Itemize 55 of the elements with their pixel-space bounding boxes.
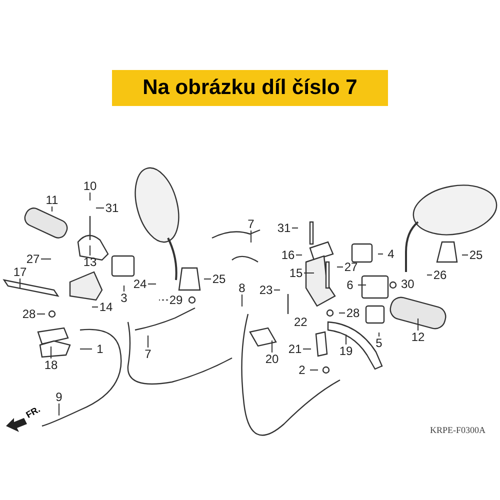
callout-number: 30 (401, 278, 414, 290)
callout-number: 18 (43, 358, 59, 372)
leader-line (40, 258, 52, 260)
callout-number: 23 (258, 284, 274, 296)
callout-number: 10 (82, 180, 98, 192)
callout-number: 22 (294, 316, 308, 328)
title-banner: Na obrázku díl číslo 7 (112, 70, 388, 106)
callout-number: 9 (51, 390, 67, 404)
callout-number: 28 (345, 306, 361, 320)
leader-line (302, 348, 312, 350)
callout-number: 15 (288, 266, 304, 280)
callout-number: 27 (25, 252, 41, 266)
callout-number: 20 (264, 352, 280, 366)
callout-number: 1 (92, 342, 108, 356)
callout-number: 17 (12, 266, 28, 278)
leader-line (358, 284, 366, 286)
callout-number: 6 (342, 278, 358, 292)
leader-line (304, 272, 314, 274)
leader-line (250, 230, 252, 243)
callout-number: 2 (294, 364, 310, 376)
leader-line (204, 278, 212, 280)
callout-number: 29 (168, 294, 184, 306)
callout-number: 14 (98, 300, 114, 314)
leader-line (336, 266, 344, 268)
callout-number: 21 (287, 342, 303, 356)
callout-number: 24 (132, 278, 148, 290)
leader-line (50, 346, 52, 359)
callout-number: 25 (211, 272, 227, 286)
callout-number: 8 (234, 282, 250, 294)
callout-number: 13 (82, 256, 98, 268)
callout-number: 5 (371, 336, 387, 350)
callout-number: 31 (104, 202, 120, 214)
callout-number: 16 (280, 248, 296, 262)
leader-line (462, 254, 468, 256)
callout-number: 11 (44, 194, 60, 206)
leader-line (92, 306, 98, 308)
leader-line (378, 332, 380, 337)
callout-number: 28 (21, 308, 37, 320)
leader-line (338, 312, 346, 314)
front-direction-label: FR. (24, 404, 42, 420)
drawing-code: KRPE-F0300A (430, 426, 486, 435)
leader-line (296, 254, 302, 256)
callout-number: 27 (343, 260, 359, 274)
leader-line (58, 403, 60, 416)
callout-number: 25 (468, 248, 484, 262)
callout-number: 19 (338, 344, 354, 358)
callout-number: 3 (116, 292, 132, 304)
callout-number: 12 (410, 330, 426, 344)
callout-number: 4 (383, 248, 399, 260)
leader-line (80, 348, 92, 350)
leader-line (426, 274, 432, 276)
callout-number: 7 (243, 218, 259, 230)
callout-number: 26 (432, 268, 448, 282)
callout-number: 31 (276, 222, 292, 234)
callout-number: 7 (140, 348, 156, 360)
